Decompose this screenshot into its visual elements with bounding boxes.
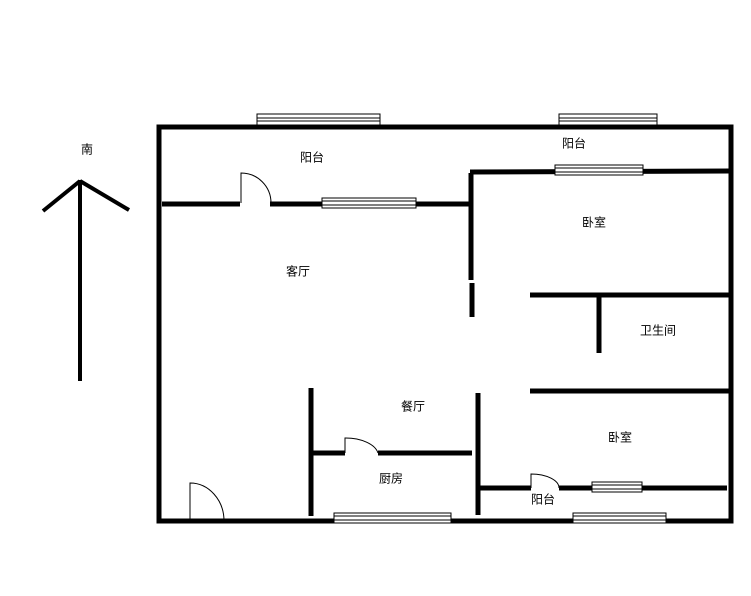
door-balcony-north — [240, 172, 272, 204]
compass-label: 南 — [80, 142, 94, 157]
room-label-balcony-north-right: 阳台 — [561, 136, 587, 151]
door-kitchen — [344, 437, 379, 454]
window-north-left — [256, 113, 381, 126]
room-label-bedroom-south: 卧室 — [607, 430, 633, 445]
door-entrance — [189, 482, 225, 522]
compass-arrow-icon — [41, 179, 131, 381]
door-balcony-south — [530, 473, 560, 489]
room-label-bathroom: 卫生间 — [639, 323, 677, 338]
room-label-kitchen: 厨房 — [378, 471, 404, 486]
room-label-living-room: 客厅 — [285, 264, 311, 279]
interior-walls — [162, 168, 731, 516]
room-label-dining-room: 餐厅 — [400, 399, 426, 414]
window-south-right — [572, 512, 667, 524]
room-label-balcony-north-left: 阳台 — [299, 150, 325, 165]
window-bedroom-balcony — [554, 164, 644, 176]
window-kitchen — [333, 512, 452, 524]
window-north-right — [558, 113, 658, 126]
room-label-bedroom-north: 卧室 — [581, 215, 607, 230]
window-south-balcony-inner — [591, 481, 643, 493]
window-living-balcony — [321, 197, 417, 209]
room-label-balcony-south: 阳台 — [530, 492, 556, 507]
